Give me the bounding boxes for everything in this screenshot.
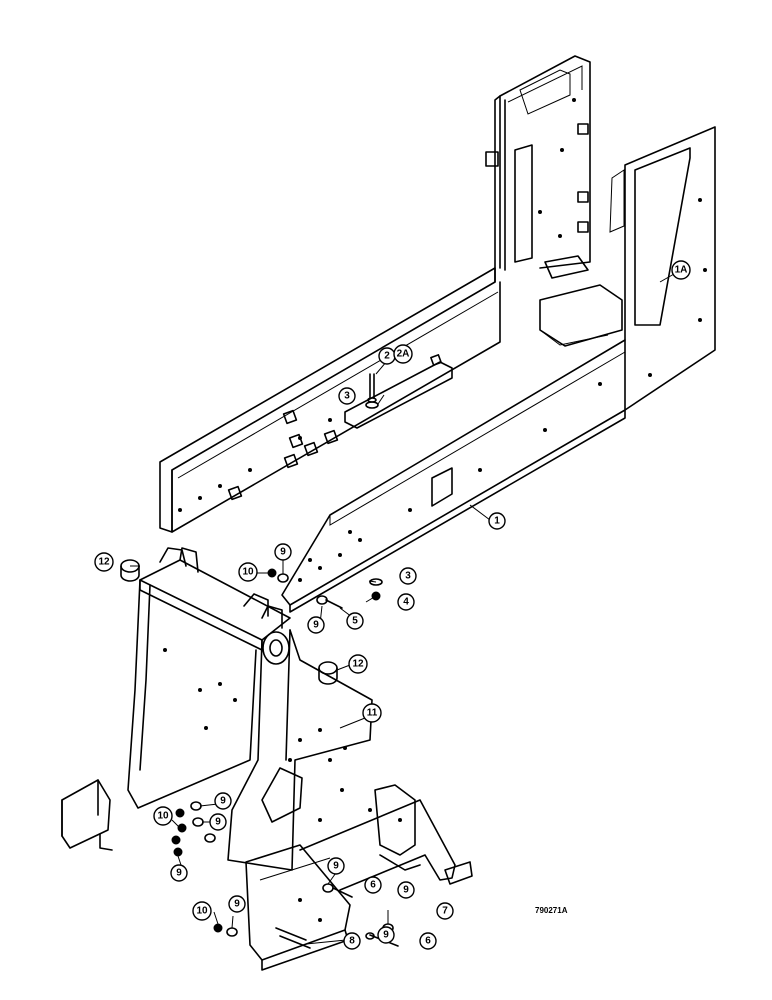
- callout-9-d: 9: [209, 813, 227, 831]
- svg-text:9: 9: [383, 930, 389, 941]
- svg-text:5: 5: [352, 616, 358, 627]
- svg-text:1: 1: [494, 516, 500, 527]
- svg-text:4: 4: [403, 597, 409, 608]
- callout-1a: 1A: [671, 260, 691, 280]
- svg-text:1A: 1A: [675, 265, 688, 276]
- svg-text:12: 12: [352, 659, 364, 670]
- svg-text:3: 3: [344, 391, 350, 402]
- sub-frame: [61, 547, 473, 971]
- svg-text:3: 3: [405, 571, 411, 582]
- callout-9-b: 9: [307, 616, 325, 634]
- svg-text:9: 9: [333, 861, 339, 872]
- callout-5: 5: [346, 612, 364, 630]
- subframe-holes: [163, 648, 402, 922]
- svg-text:7: 7: [442, 906, 448, 917]
- svg-text:10: 10: [157, 811, 169, 822]
- callout-9-e: 9: [170, 864, 188, 882]
- callout-6-lower: 6: [419, 932, 437, 950]
- callout-3-lower: 3: [399, 567, 417, 585]
- svg-text:10: 10: [196, 906, 208, 917]
- callout-2a: 2A: [393, 344, 413, 364]
- callout-9-f: 9: [327, 857, 345, 875]
- svg-text:10: 10: [242, 567, 254, 578]
- callout-4: 4: [397, 593, 415, 611]
- svg-text:9: 9: [403, 885, 409, 896]
- svg-text:9: 9: [220, 796, 226, 807]
- callout-9-i: 9: [228, 895, 246, 913]
- svg-text:11: 11: [367, 708, 378, 719]
- svg-text:6: 6: [370, 880, 376, 891]
- svg-text:12: 12: [98, 557, 110, 568]
- callout-8: 8: [343, 932, 361, 950]
- callout-9-a: 9: [274, 543, 292, 561]
- svg-text:2: 2: [384, 351, 390, 362]
- svg-text:6: 6: [425, 936, 431, 947]
- frame-holes: [178, 98, 707, 582]
- callout-10-a: 10: [238, 562, 258, 582]
- svg-text:9: 9: [313, 620, 319, 631]
- callout-9-g: 9: [397, 881, 415, 899]
- callout-6-upper: 6: [364, 876, 382, 894]
- callout-11: 11: [362, 703, 382, 723]
- callout-9-c: 9: [214, 792, 232, 810]
- rail-nuts: [227, 354, 442, 501]
- callout-10-b: 10: [153, 806, 173, 826]
- svg-text:9: 9: [176, 868, 182, 879]
- callout-10-c: 10: [192, 901, 212, 921]
- svg-text:8: 8: [349, 936, 355, 947]
- drawing-number: 790271A: [535, 906, 568, 915]
- hardware: [120, 559, 399, 949]
- svg-text:2A: 2A: [397, 349, 410, 360]
- svg-text:9: 9: [234, 899, 240, 910]
- callout-3-upper: 3: [338, 387, 356, 405]
- main-frame: [159, 55, 716, 613]
- callout-9-h: 9: [377, 926, 395, 944]
- callout-12-b: 12: [348, 654, 368, 674]
- callout-12-a: 12: [94, 552, 114, 572]
- callout-7: 7: [436, 902, 454, 920]
- svg-text:9: 9: [280, 547, 286, 558]
- svg-text:9: 9: [215, 817, 221, 828]
- callout-2: 2: [378, 347, 396, 365]
- callout-1: 1: [488, 512, 506, 530]
